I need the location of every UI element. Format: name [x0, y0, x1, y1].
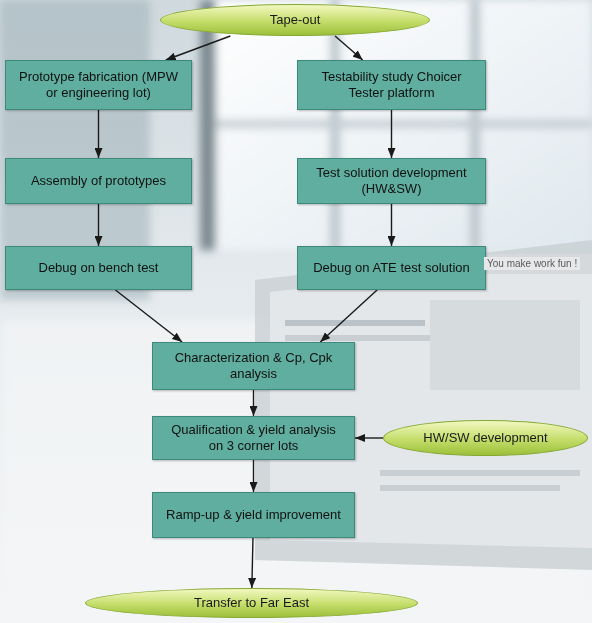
process-box: Assembly of prototypes	[5, 158, 192, 204]
process-box: Ramp-up & yield improvement	[152, 492, 355, 538]
node-text: Prototype fabrication (MPW or engineerin…	[18, 69, 179, 102]
screen-text: You make work fun !	[484, 257, 580, 270]
process-box: Debug on bench test	[5, 246, 192, 290]
flow-arrow	[115, 290, 182, 342]
milestone-pill: HW/SW development	[383, 420, 588, 456]
process-box: Debug on ATE test solution	[297, 246, 486, 290]
node-text: Debug on bench test	[39, 260, 159, 276]
flow-arrow	[166, 36, 231, 60]
flow-arrow	[355, 437, 383, 438]
flow-arrow	[98, 204, 99, 246]
flow-arrow	[320, 290, 377, 342]
node-text: Test solution development (HW&SW)	[310, 165, 473, 198]
flow-arrow	[252, 538, 253, 588]
node-text: Transfer to Far East	[194, 595, 309, 611]
node-text: Ramp-up & yield improvement	[166, 507, 341, 523]
node-text: Testability study Choicer Tester platfor…	[310, 69, 473, 102]
node-text: Qualification & yield analysis on 3 corn…	[165, 422, 342, 455]
node-text: Assembly of prototypes	[31, 173, 166, 189]
flow-arrow	[335, 36, 363, 60]
process-box: Prototype fabrication (MPW or engineerin…	[5, 60, 192, 110]
flow-arrow	[253, 390, 254, 416]
flow-arrow	[98, 110, 99, 158]
flow-arrow	[391, 204, 392, 246]
node-text: Debug on ATE test solution	[313, 260, 470, 276]
node-text: Characterization & Cp, Cpk analysis	[165, 350, 342, 383]
flow-arrow	[391, 110, 392, 158]
node-text: Tape-out	[270, 12, 321, 28]
process-box: Testability study Choicer Tester platfor…	[297, 60, 486, 110]
process-box: Test solution development (HW&SW)	[297, 158, 486, 204]
process-box: Characterization & Cp, Cpk analysis	[152, 342, 355, 390]
milestone-pill: Transfer to Far East	[85, 588, 418, 618]
flow-arrow	[253, 460, 254, 492]
milestone-pill: Tape-out	[160, 4, 430, 36]
process-box: Qualification & yield analysis on 3 corn…	[152, 416, 355, 460]
node-text: HW/SW development	[423, 430, 547, 446]
